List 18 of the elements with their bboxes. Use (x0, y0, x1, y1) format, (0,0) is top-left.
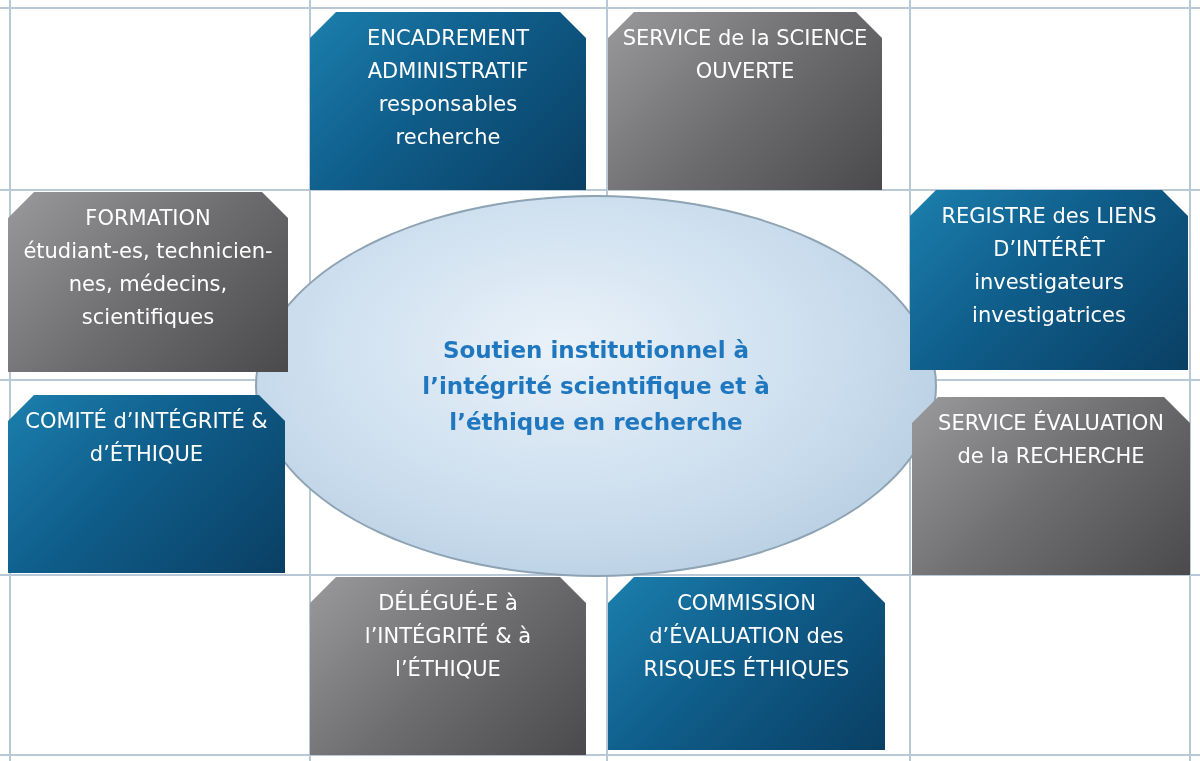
box-subtitle: investigateurs investigatrices (971, 269, 1127, 329)
central-title: Soutien institutionnel à l’intégrité scientifique et à l’éthique en recherche (421, 336, 771, 437)
box-title: COMITÉ d’INTÉGRITÉ & d’ÉTHIQUE (24, 407, 269, 468)
box-title: SERVICE de la SCIENCE OUVERTE (622, 25, 868, 85)
service-box (608, 12, 882, 190)
box-subtitle: étudiant-es, technicien-nes, médecins, scientifiques (22, 238, 274, 331)
service-box (8, 395, 285, 573)
box-title: COMMISSION d’ÉVALUATION des RISQUES ÉTHIQUES (642, 590, 851, 683)
service-box (310, 577, 586, 755)
box-subtitle: responsables recherche (377, 91, 519, 151)
service-box (608, 577, 885, 750)
box-title: DÉLÉGUÉ-E à l’INTÉGRITÉ & à l’ÉTHIQUE (363, 589, 533, 683)
service-box (912, 397, 1190, 575)
service-box (310, 12, 586, 190)
box-title: FORMATION (85, 205, 211, 232)
service-box (8, 192, 288, 372)
service-box (910, 190, 1188, 370)
box-title: SERVICE ÉVALUATION de la RECHERCHE (937, 409, 1165, 470)
